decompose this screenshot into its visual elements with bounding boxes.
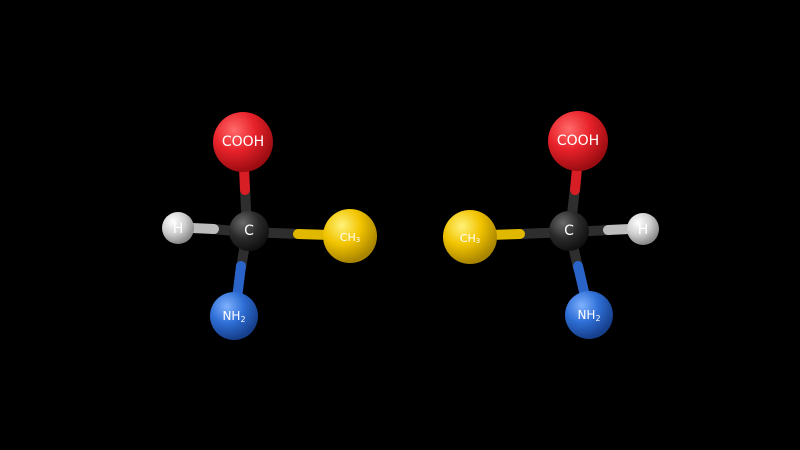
hydrogen-label: H [638, 222, 649, 238]
methyl-main: CH [460, 232, 476, 245]
methyl-subscript: 3 [356, 236, 360, 244]
bond-c-h-grey [187, 223, 219, 234]
cooh-atom [548, 111, 608, 171]
amine-label: NH2 [222, 309, 245, 324]
amine-main: NH [577, 308, 595, 322]
hydrogen-label: H [173, 221, 184, 237]
methyl-main: CH [340, 231, 356, 244]
bond-c-h-grey [603, 224, 635, 235]
carbon-atom [549, 211, 589, 251]
amine-main: NH [222, 309, 240, 323]
bond-c-cooh-red [570, 163, 582, 195]
hydrogen-atom [627, 213, 659, 245]
amine-subscript: 2 [595, 314, 600, 323]
molecule-right: CH3 H COOH NH2 C [443, 111, 659, 339]
molecule-left: H COOH CH3 NH2 C [162, 112, 377, 340]
carbon-label: C [244, 223, 254, 239]
bond-c-nh2-blue [573, 261, 590, 301]
cooh-atom [213, 112, 273, 172]
methyl-atom [323, 209, 377, 263]
methyl-subscript: 3 [476, 237, 480, 245]
methyl-atom [443, 210, 497, 264]
carbon-atom [229, 211, 269, 251]
cooh-label: COOH [222, 134, 264, 150]
amine-subscript: 2 [240, 315, 245, 324]
amine-atom [565, 291, 613, 339]
methyl-label: CH3 [460, 232, 480, 246]
methyl-label: CH3 [340, 231, 360, 245]
amine-label: NH2 [577, 308, 600, 323]
amine-atom [210, 292, 258, 340]
cooh-label: COOH [557, 133, 599, 149]
carbon-label: C [564, 223, 574, 239]
hydrogen-atom [162, 212, 194, 244]
